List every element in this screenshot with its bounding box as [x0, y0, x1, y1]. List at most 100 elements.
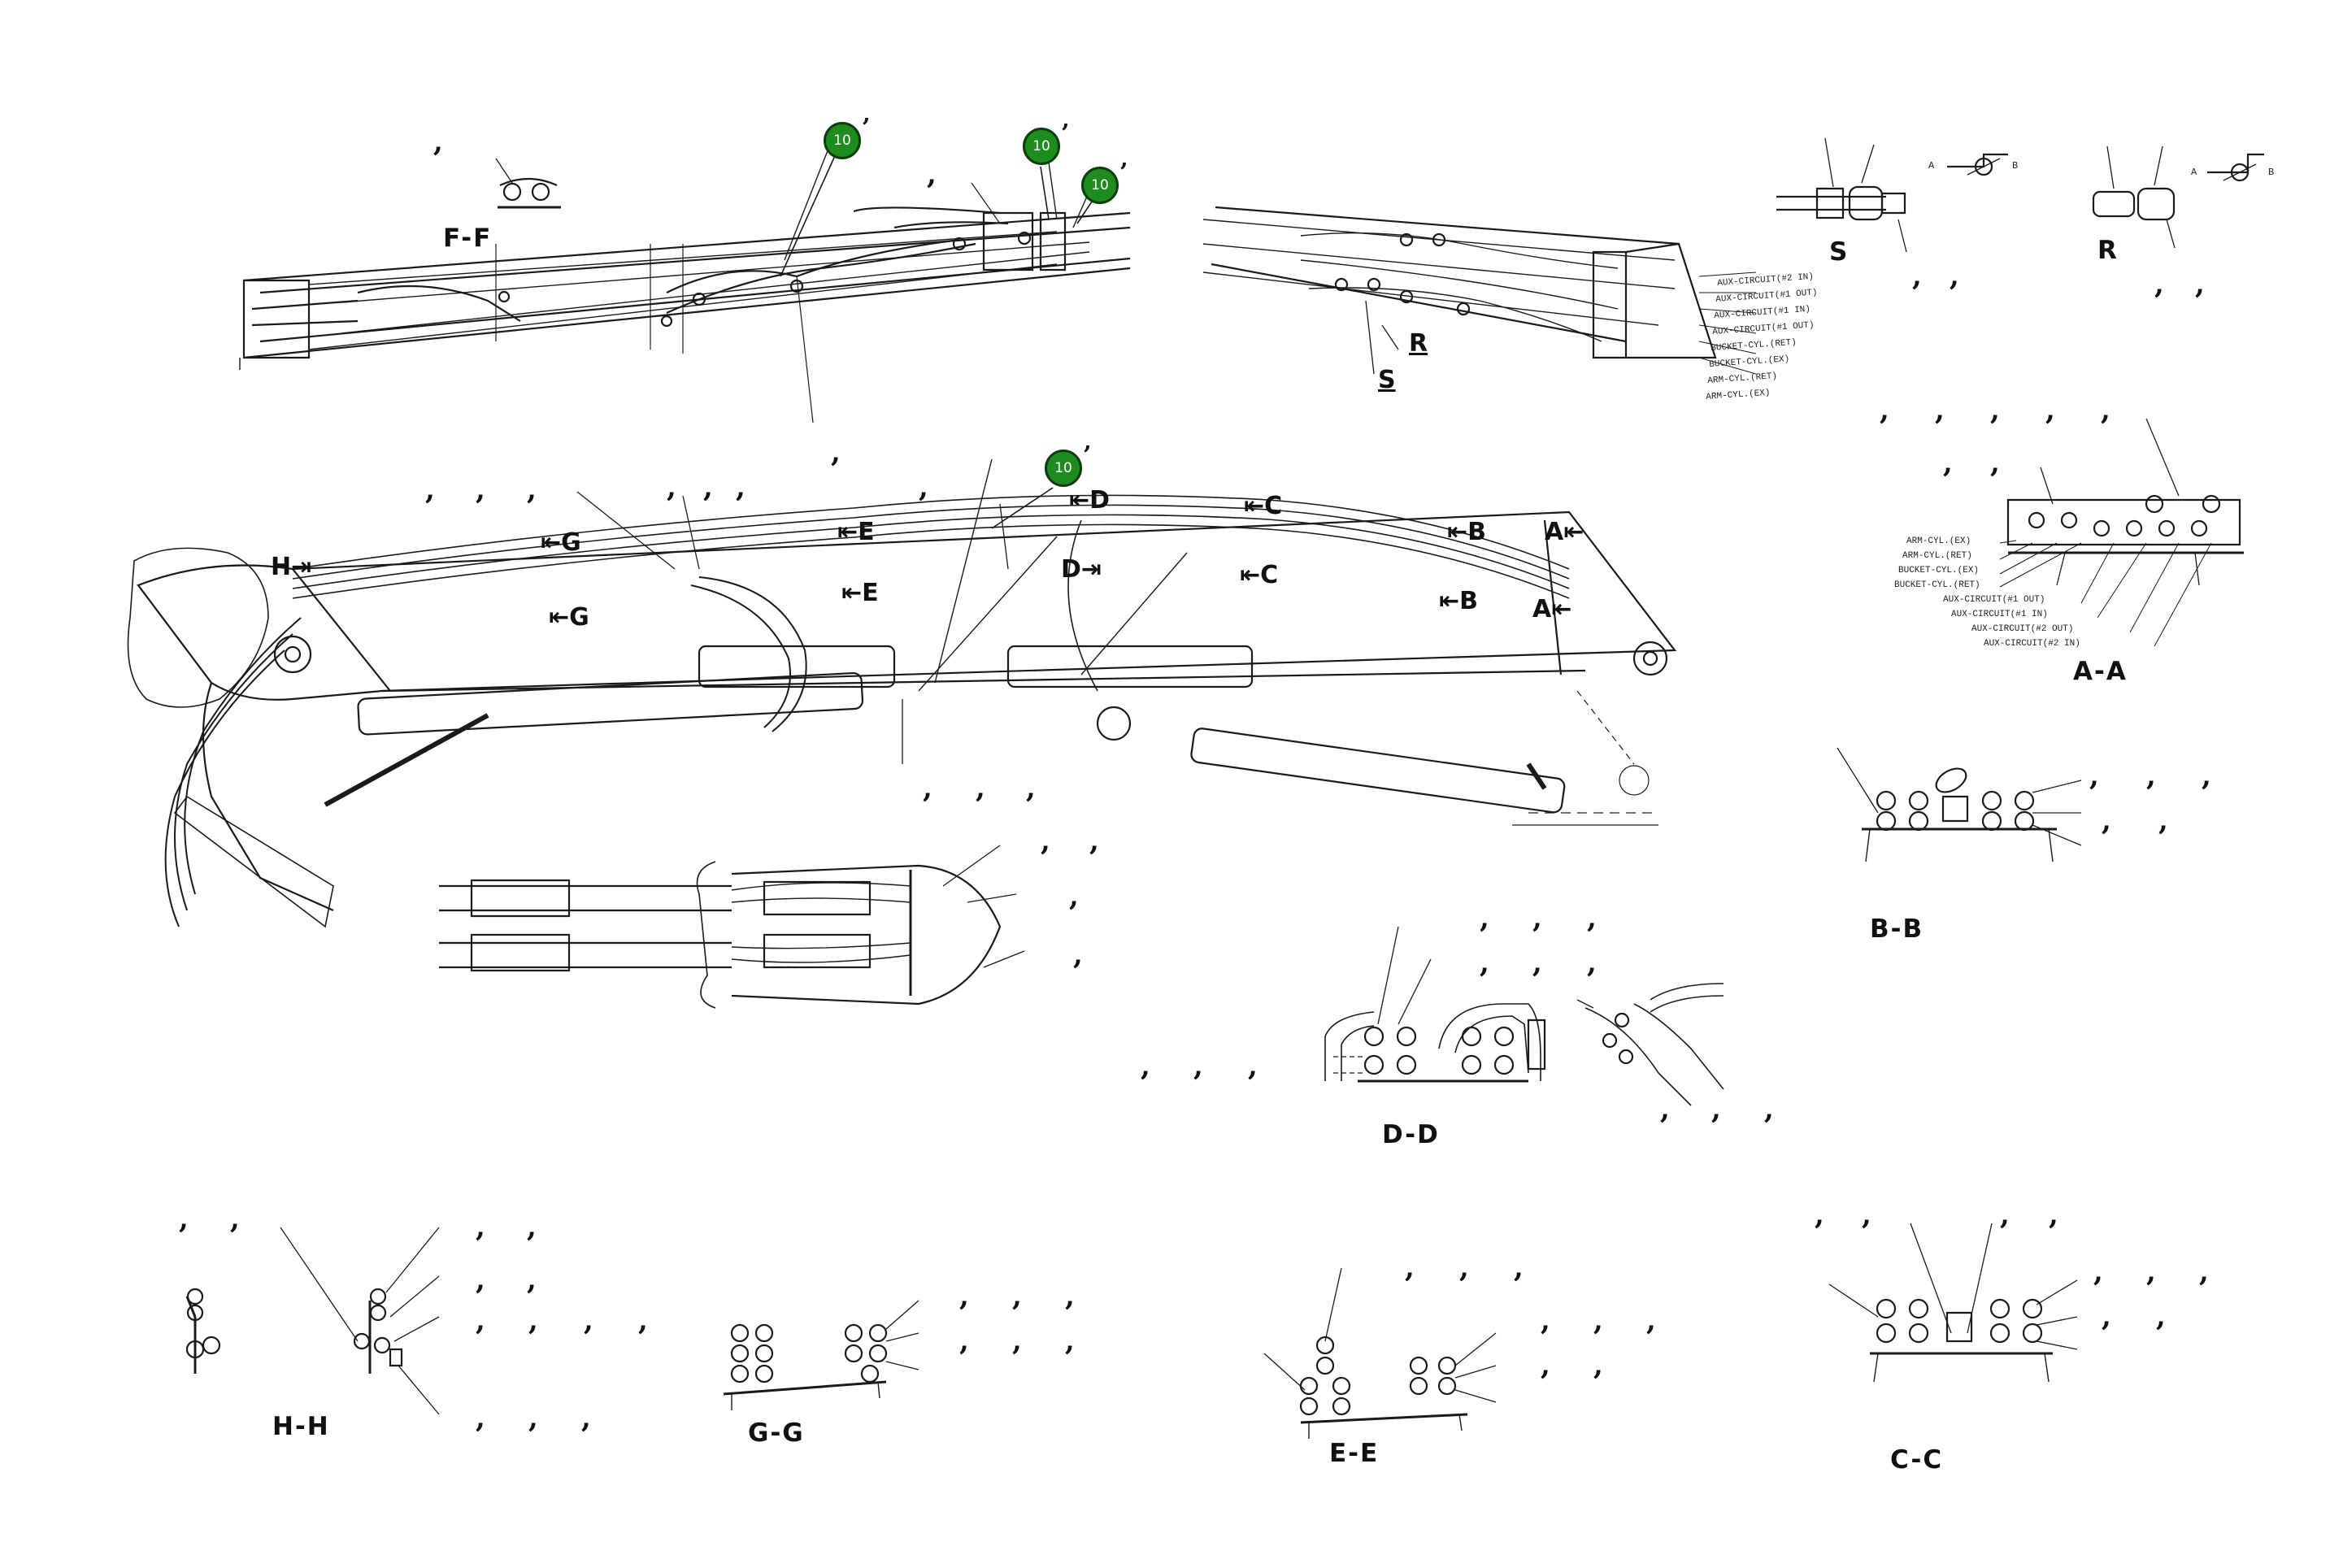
section-arrow-a: A⇤ — [1545, 518, 1584, 546]
tick: , — [736, 471, 746, 504]
tick: , — [2102, 1301, 2111, 1333]
tick: , — [1069, 880, 1079, 913]
tick: , — [2158, 805, 2168, 837]
arm-top-view — [1203, 207, 1756, 374]
tick: , — [1248, 1050, 1258, 1083]
tick: , — [476, 1402, 485, 1435]
section-arrow-b: ⇤B — [1439, 587, 1479, 615]
tick: , — [1990, 447, 2000, 480]
tick: , — [527, 474, 537, 506]
tick: , — [1587, 902, 1597, 935]
tick: , — [179, 1203, 189, 1236]
tick: , — [703, 471, 713, 504]
tick: , — [581, 1402, 591, 1435]
section-letter: E — [858, 518, 875, 546]
tick: , — [2102, 805, 2111, 837]
tick: , — [959, 1325, 969, 1357]
section-arrow-b: ⇤B — [1447, 518, 1487, 546]
tick: , — [2049, 1199, 2058, 1231]
tick: , — [638, 1305, 648, 1337]
callout-number: 10 — [1054, 460, 1072, 476]
tick: , — [959, 1280, 969, 1313]
section-letter: G — [569, 603, 589, 632]
tick: , — [2199, 1256, 2209, 1288]
tick: , — [1943, 447, 1953, 480]
tick: , — [2045, 394, 2055, 427]
section-letter: A — [1545, 518, 1564, 546]
hose-label: AUX-CIRCUIT(#1 IN) — [1951, 610, 2048, 619]
section-arrow-c: ⇤C — [1240, 561, 1279, 589]
callout-mark: ’ — [1083, 441, 1092, 470]
gg-section-drawing — [724, 1301, 919, 1410]
tick: , — [1012, 1325, 1022, 1357]
tick: , — [2156, 1301, 2166, 1333]
tick: , — [2089, 760, 2099, 793]
tick: , — [527, 1264, 537, 1297]
tick: , — [923, 772, 932, 805]
view-label-dd: D-D — [1382, 1120, 1440, 1149]
tick: , — [2093, 1256, 2103, 1288]
tick: , — [1532, 902, 1542, 935]
section-arrow-h: H⇥ — [271, 553, 312, 581]
view-label-r: R — [2097, 236, 2119, 265]
callout-mark: ’ — [1061, 119, 1070, 148]
valve-port-a: A — [2191, 167, 2197, 178]
valve-port-b: B — [2012, 160, 2019, 172]
tick: , — [1912, 260, 1922, 293]
tick: , — [1935, 394, 1945, 427]
view-label-s: S — [1829, 237, 1850, 267]
aa-section-drawing — [2000, 419, 2244, 646]
hose-label: BUCKET-CYL.(EX) — [1898, 566, 1980, 576]
tick: , — [1026, 772, 1036, 805]
tick: , — [1141, 1050, 1150, 1083]
tick: , — [976, 772, 985, 805]
valve-port-a: A — [1928, 160, 1935, 172]
part-callout[interactable]: 10 — [1081, 167, 1119, 204]
part-callout[interactable]: 10 — [1045, 450, 1082, 487]
detail-ref-r: R — [1409, 329, 1428, 358]
hh-section-drawing — [187, 1227, 439, 1414]
tick: , — [1459, 1252, 1469, 1284]
hose-label: BUCKET-CYL.(RET) — [1894, 580, 1980, 590]
tick: , — [476, 1264, 485, 1297]
tick: , — [433, 126, 443, 159]
tick: , — [1646, 1305, 1656, 1337]
s-r-fitting-details — [1776, 138, 2264, 252]
tick: , — [1880, 394, 1889, 427]
tick: , — [1065, 1280, 1075, 1313]
tick: , — [1764, 1093, 1774, 1126]
tick: , — [476, 1211, 485, 1244]
tick: , — [1405, 1252, 1415, 1284]
section-letter: B — [1459, 587, 1479, 615]
tick: , — [527, 1211, 537, 1244]
tick: , — [2154, 268, 2164, 301]
tick: , — [919, 471, 928, 504]
section-letter: A — [1532, 595, 1552, 623]
side-view-boom-arm — [128, 459, 1676, 927]
tick: , — [1541, 1305, 1550, 1337]
part-callout[interactable]: 10 — [824, 122, 861, 159]
top-view-boom — [240, 126, 1130, 423]
view-label-ee: E-E — [1329, 1439, 1380, 1468]
section-arrow-g: ⇤G — [541, 528, 581, 557]
boom-foot-plan-view — [439, 845, 1024, 1008]
tick: , — [1862, 1199, 1871, 1231]
part-callout[interactable]: 10 — [1023, 128, 1060, 165]
section-letter: C — [1260, 561, 1279, 589]
tick: , — [1587, 947, 1597, 979]
callout-number: 10 — [1032, 138, 1050, 154]
section-letter: D — [1061, 555, 1081, 584]
tick: , — [1541, 1349, 1550, 1382]
section-letter: H — [271, 553, 292, 581]
tick: , — [2146, 1256, 2156, 1288]
tick: , — [2000, 1199, 2010, 1231]
view-label-bb: B-B — [1870, 914, 1924, 944]
section-arrow-g: ⇤G — [549, 603, 589, 632]
cc-section-drawing — [1829, 1223, 2077, 1382]
tick: , — [230, 1203, 240, 1236]
section-letter: E — [862, 579, 879, 607]
tick: , — [1041, 825, 1050, 858]
tick: , — [425, 474, 435, 506]
view-label-cc: C-C — [1890, 1445, 1944, 1475]
